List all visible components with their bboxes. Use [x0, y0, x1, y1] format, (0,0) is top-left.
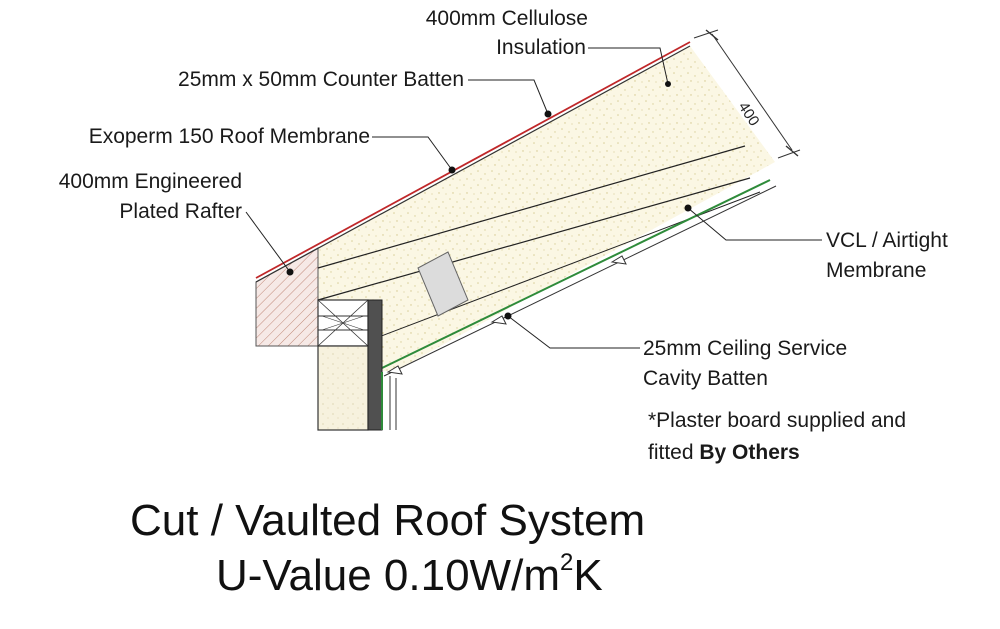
leader-ceiling-batten — [507, 315, 640, 349]
label-roof-membrane: Exoperm 150 Roof Membrane — [88, 125, 370, 148]
note-plaster-line2: fitted By Others — [648, 440, 800, 465]
title-line1: Cut / Vaulted Roof System — [130, 496, 646, 545]
leader-vcl — [687, 207, 822, 241]
ceiling-underside-line — [383, 185, 777, 377]
title-line2-sup: 2 — [559, 549, 574, 576]
leader-rafter — [245, 211, 291, 273]
roof-membrane-line — [255, 41, 691, 279]
wall-stud — [317, 345, 369, 431]
ceiling-batten-3 — [610, 255, 627, 265]
layer-line-1 — [317, 145, 746, 269]
label-counter-batten: 25mm x 50mm Counter Batten — [178, 68, 464, 91]
label-rafter-line1: 400mm Engineered — [58, 170, 242, 193]
label-rafter-line2: Plated Rafter — [119, 200, 242, 223]
cellulose-insulation-fill — [256, 46, 775, 372]
label-cellulose-line2: Insulation — [496, 36, 586, 59]
leader-counter-batten — [468, 79, 549, 115]
vcl-membrane-line — [381, 179, 771, 369]
label-cellulose-line1: 400mm Cellulose — [425, 7, 588, 30]
layer-line-2 — [317, 177, 751, 301]
wall-dark-board — [367, 299, 383, 431]
dimension-line — [711, 33, 793, 151]
label-vcl-line2: Membrane — [826, 259, 927, 282]
ceiling-batten-1 — [386, 365, 403, 375]
title-line2-post: K — [573, 551, 603, 600]
note-plaster-line1: *Plaster board supplied and — [648, 409, 907, 432]
ceiling-batten-2 — [490, 315, 507, 325]
dimension-ext-top — [693, 29, 719, 39]
roof-top-edge — [255, 45, 691, 283]
label-ceiling-line1: 25mm Ceiling Service — [643, 337, 848, 360]
title-line2-pre: U-Value 0.10W/m — [216, 551, 560, 600]
counter-batten-block — [417, 251, 469, 317]
plated-rafter-section — [255, 247, 319, 347]
note-plaster-pre: fitted — [648, 441, 700, 464]
label-vcl-line1: VCL / Airtight — [826, 229, 948, 252]
label-ceiling-line2: Cavity Batten — [643, 367, 768, 390]
dimension-ext-bottom — [777, 149, 801, 159]
leader-cellulose — [588, 47, 669, 85]
title-line2: U-Value 0.10W/m2K — [216, 551, 603, 601]
leader-membrane — [372, 136, 453, 171]
note-plaster-bold: By Others — [699, 441, 800, 464]
